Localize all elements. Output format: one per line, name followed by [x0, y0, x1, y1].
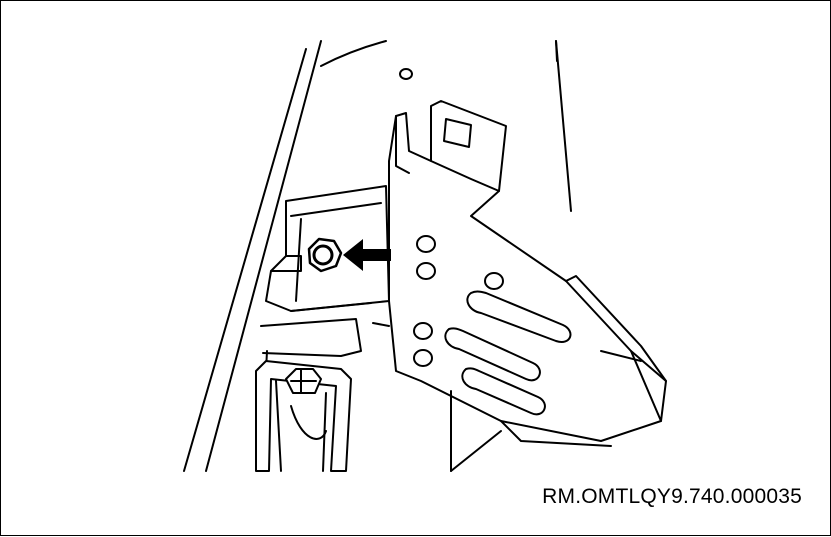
hinge-bracket [260, 185, 390, 357]
bracket-hole [416, 235, 436, 253]
bracket-hole [413, 322, 433, 340]
bracket-hole [416, 262, 436, 280]
bracket-slot [466, 290, 572, 343]
square-slot [443, 118, 472, 148]
bracket-hole [484, 272, 504, 290]
bolt-icon [307, 237, 343, 273]
bracket-slot [444, 327, 541, 382]
mounting-hole-top [399, 68, 413, 80]
reference-code: RM.OMTLQY9.740.000035 [542, 485, 802, 508]
panel-edge [450, 430, 502, 472]
bracket-slot [461, 367, 546, 416]
lower-bracket [255, 360, 352, 472]
nut-icon [285, 368, 322, 394]
mounting-bracket [388, 100, 667, 447]
bracket-hole [413, 349, 433, 367]
arrow-left-icon [343, 239, 391, 271]
